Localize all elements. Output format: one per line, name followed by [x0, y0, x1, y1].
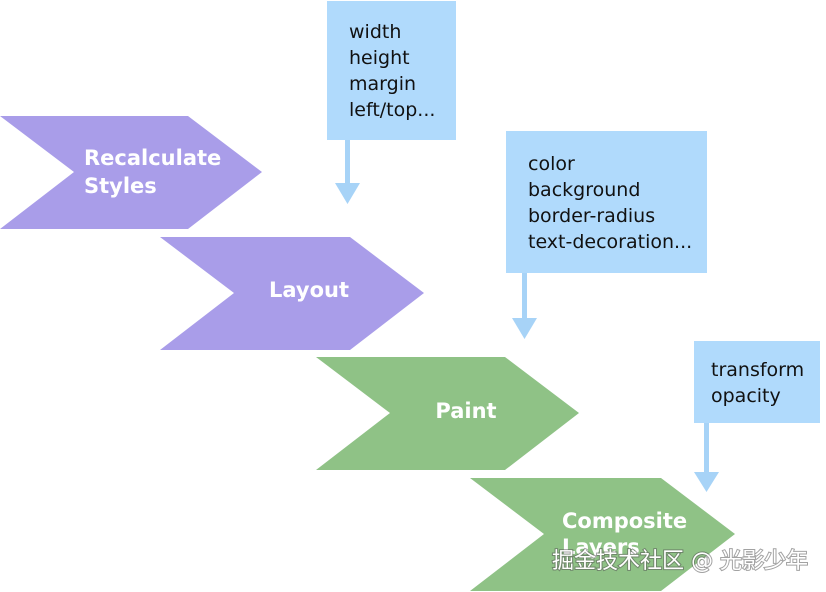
note-paint-properties-text: color background border-radius text-deco…	[528, 153, 692, 253]
note-geometry-properties-box	[327, 1, 456, 140]
note-geometry-line-3: margin	[349, 73, 416, 95]
note-paint-properties: color background border-radius text-deco…	[506, 131, 707, 339]
note-geometry-arrow-shaft	[345, 140, 350, 186]
stage-composite-layers-label: Composite Layers	[562, 509, 694, 559]
stage-composite-layers: Composite Layers	[470, 478, 735, 591]
note-paint-line-3: border-radius	[528, 205, 655, 227]
note-geometry-arrow	[335, 140, 360, 204]
stage-recalculate-styles: Recalculate Styles	[0, 116, 262, 229]
stage-layout-label: Layout	[269, 278, 349, 302]
note-paint-arrow-head	[512, 318, 537, 339]
note-geometry-line-2: height	[349, 47, 410, 69]
note-geometry-line-1: width	[349, 21, 401, 43]
stage-recalculate-styles-label: Recalculate Styles	[84, 146, 229, 198]
stage-paint-label: Paint	[435, 399, 496, 423]
stage-layout-chevron	[160, 237, 424, 350]
stage-recalculate-styles-chevron	[0, 116, 262, 229]
watermark: 掘金技术社区 @ 光影少年	[551, 548, 809, 575]
note-composite-properties: transform opacity	[694, 341, 820, 492]
note-composite-line-2: opacity	[711, 385, 781, 407]
stage-layout: Layout	[160, 237, 424, 350]
stage-paint-chevron	[316, 357, 579, 470]
note-paint-properties-box	[506, 131, 707, 273]
note-geometry-line-4: left/top...	[349, 99, 435, 121]
watermark-text: 掘金技术社区 @ 光影少年	[552, 549, 808, 574]
note-composite-line-1: transform	[711, 359, 804, 381]
note-geometry-properties-text: width height margin left/top...	[349, 21, 435, 121]
note-paint-line-1: color	[528, 153, 575, 175]
note-paint-arrow-shaft	[522, 273, 527, 321]
note-paint-arrow	[512, 273, 537, 339]
note-composite-properties-text: transform opacity	[711, 359, 810, 407]
note-geometry-arrow-head	[335, 183, 360, 204]
note-composite-arrow-head	[694, 472, 719, 492]
note-composite-arrow	[694, 423, 719, 492]
note-paint-line-4: text-decoration...	[528, 231, 692, 253]
stage-paint: Paint	[316, 357, 579, 470]
stage-composite-layers-chevron	[470, 478, 735, 591]
note-composite-arrow-shaft	[704, 423, 709, 475]
stage-recalculate-styles-line-1: Recalculate	[84, 146, 221, 170]
note-composite-properties-box	[694, 341, 820, 423]
stage-composite-layers-line-2: Layers	[562, 535, 640, 559]
stage-composite-layers-line-1: Composite	[562, 509, 687, 533]
stage-recalculate-styles-line-2: Styles	[84, 174, 157, 198]
note-geometry-properties: width height margin left/top...	[327, 1, 456, 204]
note-paint-line-2: background	[528, 179, 640, 201]
